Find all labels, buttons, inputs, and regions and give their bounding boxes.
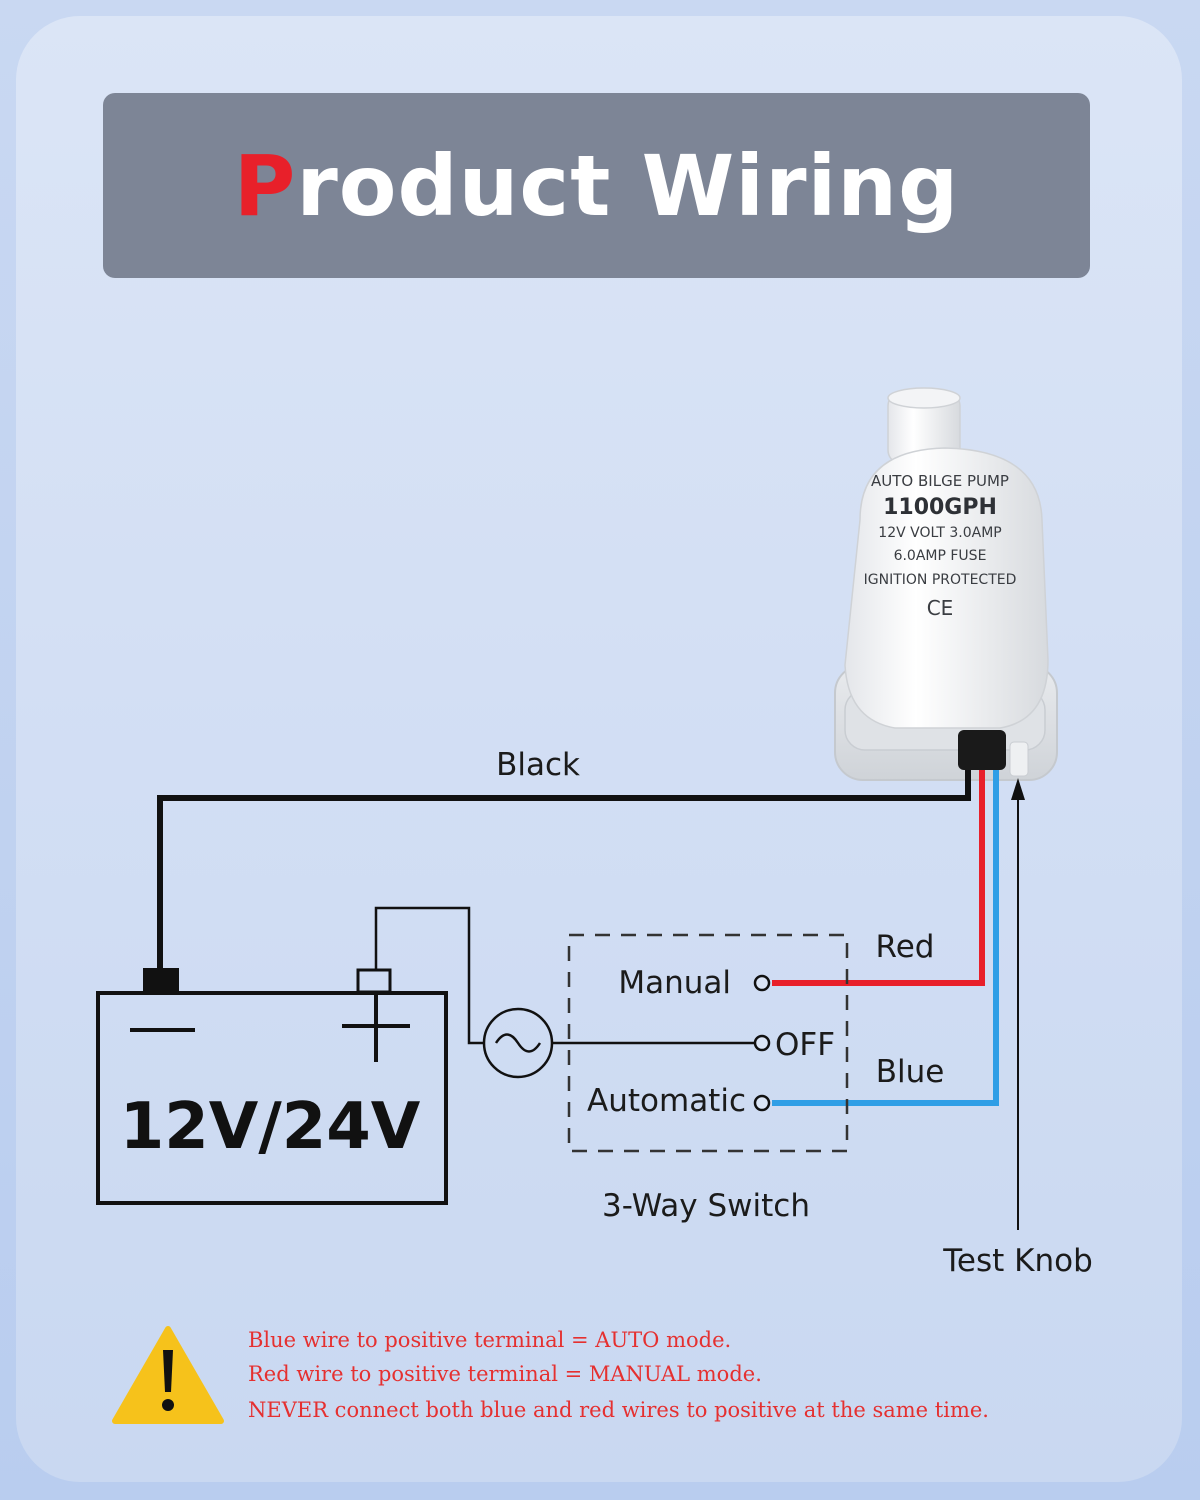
- switch-automatic-label: Automatic: [587, 1083, 746, 1119]
- off-terminal: [753, 1034, 771, 1052]
- blue-wire-label: Blue: [876, 1054, 945, 1090]
- test-knob-label: Test Knob: [942, 1243, 1093, 1279]
- warning-line-manual: Red wire to positive terminal = MANUAL m…: [248, 1362, 762, 1386]
- fuse-symbol: [482, 1007, 554, 1079]
- positive-lead: [374, 906, 484, 1045]
- pump-label-line3: 12V VOLT 3.0AMP: [878, 525, 1001, 541]
- switch-manual-label: Manual: [618, 965, 731, 1001]
- black-wire: [157, 770, 971, 975]
- bilge-pump: AUTO BILGE PUMP 1100GPH 12V VOLT 3.0AMP …: [834, 387, 1058, 781]
- title-rest: roduct Wiring: [296, 136, 960, 235]
- battery-body: [96, 991, 448, 1205]
- red-wire: [772, 770, 985, 986]
- plus-sign: [342, 993, 410, 1062]
- warning-line-auto: Blue wire to positive terminal = AUTO mo…: [248, 1328, 732, 1352]
- ce-mark: CE: [927, 596, 954, 620]
- title-first-letter: P: [233, 136, 297, 235]
- switch-off-label: OFF: [775, 1027, 835, 1063]
- page-title: Product Wiring: [234, 137, 959, 235]
- switch-caption: 3-Way Switch: [602, 1188, 810, 1224]
- pump-outlet-top: [887, 387, 961, 409]
- automatic-terminal: [753, 1094, 771, 1112]
- manual-terminal: [753, 974, 771, 992]
- pump-label-line4: 6.0AMP FUSE: [894, 548, 987, 564]
- pump-cable-bundle: [958, 730, 1006, 770]
- switch-box: [567, 933, 849, 1153]
- pump-label-line2: 1100GPH: [883, 495, 997, 520]
- test-knob-pointer: [1011, 778, 1025, 1230]
- warning-line-never: NEVER connect both blue and red wires to…: [248, 1398, 989, 1422]
- black-wire-label: Black: [496, 747, 580, 783]
- test-knob: [1009, 741, 1029, 777]
- battery: 12V/24V: [96, 968, 448, 1205]
- pump-label-line1: AUTO BILGE PUMP: [871, 472, 1009, 490]
- red-wire-label: Red: [876, 929, 935, 965]
- pump-label-line5: IGNITION PROTECTED: [864, 572, 1017, 588]
- negative-terminal: [143, 968, 179, 992]
- battery-voltage-label: 12V/24V: [120, 1090, 421, 1164]
- pump-body: [844, 447, 1049, 729]
- positive-terminal: [356, 968, 392, 994]
- title-banner: Product Wiring: [103, 93, 1090, 278]
- warning-icon: [112, 1326, 224, 1424]
